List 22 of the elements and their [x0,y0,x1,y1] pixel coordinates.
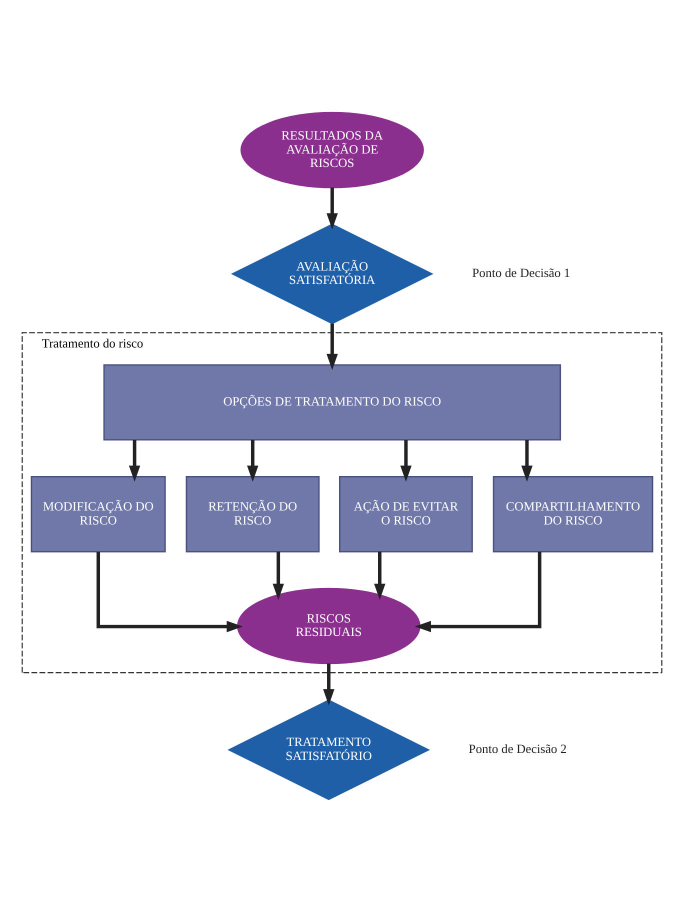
node-box: OPÇÕES DE TRATAMENTO DO RISCO [103,364,562,441]
node-ellipse: RISCOS RESIDUAIS [237,588,420,664]
node-diamond: AVALIAÇÃO SATISFATÓRIA [230,224,434,324]
node-label: Ponto de Decisão 1 [472,266,570,280]
node-label: Ponto de Decisão 2 [468,742,567,756]
arrow [326,324,338,370]
arrow [128,440,140,482]
arrow [326,188,338,230]
arrow [323,663,334,706]
node-box: MODIFICAÇÃO DO RISCO [30,476,166,552]
arrow [247,440,258,482]
arrow [414,552,542,632]
arrow [521,440,533,482]
node-ellipse: RESULTADOS DA AVALIAÇÃO DE RISCOS [240,112,424,188]
arrow [400,440,412,482]
node-box: AÇÃO DE EVITAR O RISCO [339,476,473,552]
node-diamond: TRATAMENTO SATISFATÓRIO [228,700,430,800]
arrow [96,552,243,632]
arrow [374,552,386,600]
node-box: RETENÇÃO DO RISCO [186,476,320,552]
arrow [272,552,284,600]
node-box: COMPARTILHAMENTO DO RISCO [492,476,654,552]
